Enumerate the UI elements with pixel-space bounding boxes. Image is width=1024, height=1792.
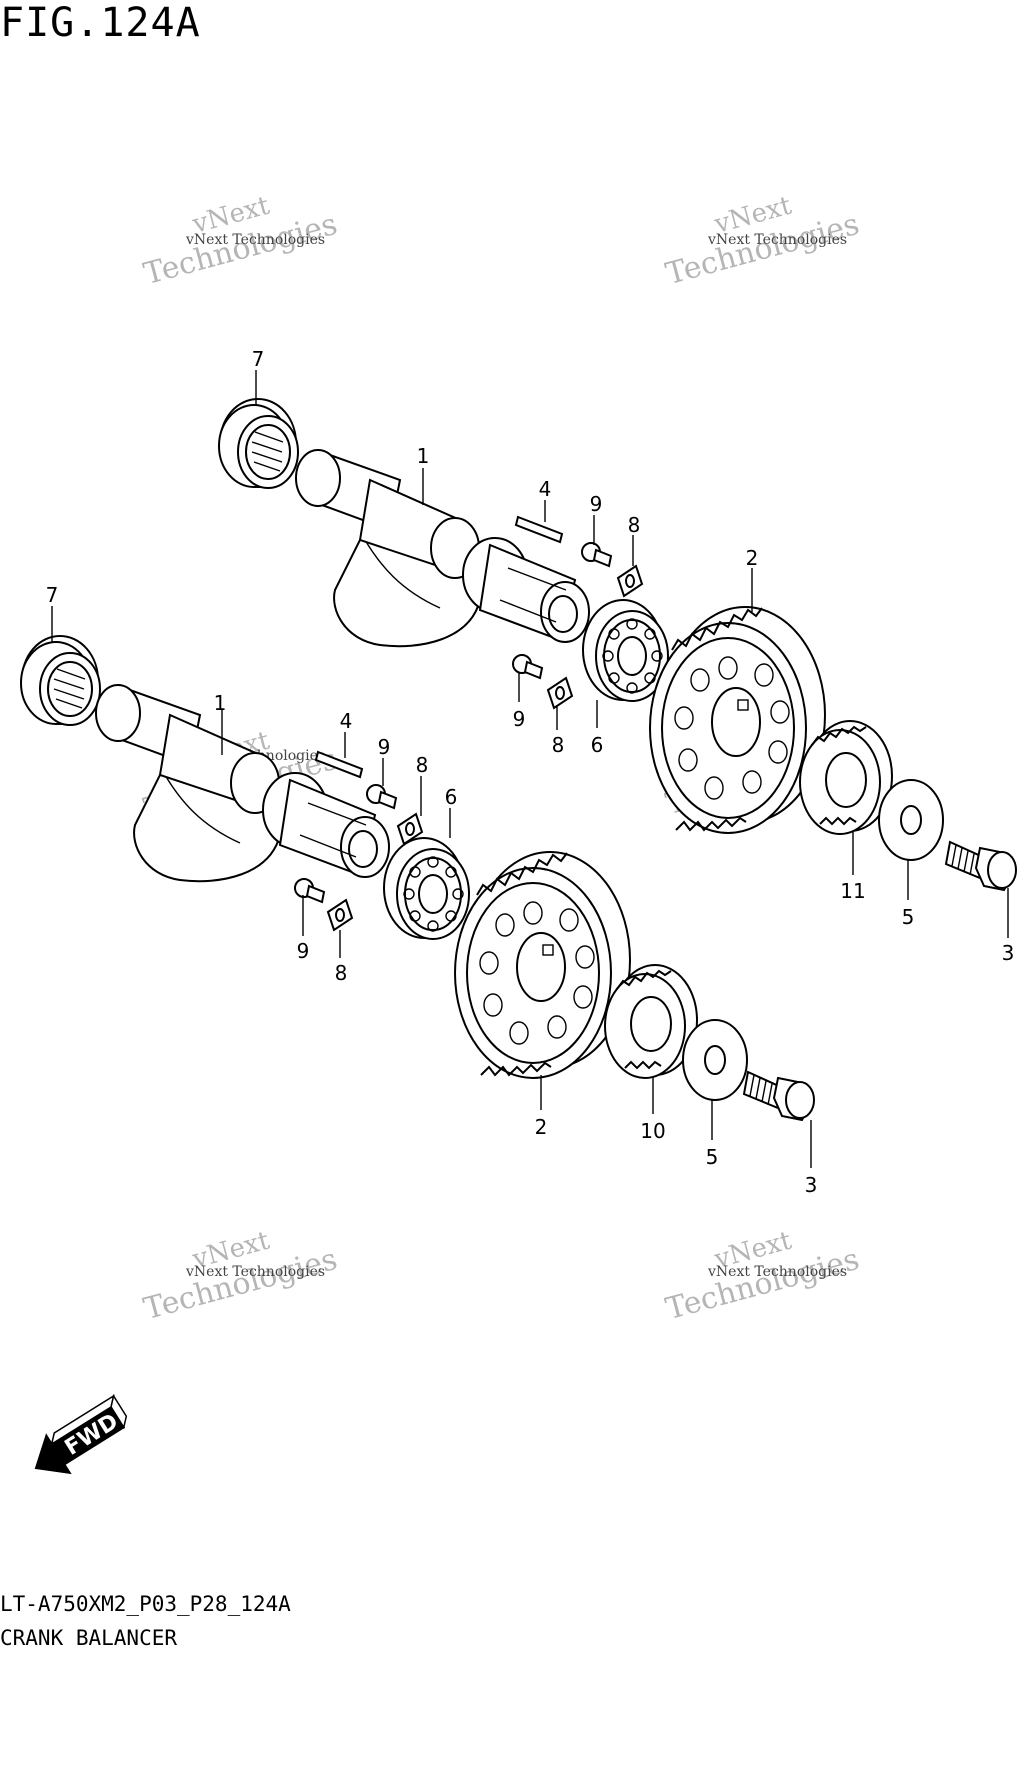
callout-bolt-3: 3 xyxy=(1002,941,1015,965)
forward-direction-arrow: FWD xyxy=(34,1393,128,1475)
watermark-text: vNext Technologies xyxy=(185,232,325,248)
bolt-upper-a xyxy=(581,542,613,568)
plate-upper-b xyxy=(546,676,574,710)
callout-bearing-6: 6 xyxy=(445,785,458,809)
key-lower xyxy=(314,750,364,779)
callout-bolt-3: 3 xyxy=(805,1173,818,1197)
watermark-text: vNext Technologies xyxy=(185,1264,325,1280)
needle-bearing-lower xyxy=(20,635,101,726)
callout-washer-5: 5 xyxy=(902,905,915,929)
callout-bolt-9: 9 xyxy=(513,707,526,731)
balancer-shaft-upper xyxy=(295,449,590,648)
plate-lower-b xyxy=(326,898,354,932)
ball-bearing-upper xyxy=(582,599,669,702)
callout-bolt-9: 9 xyxy=(297,939,310,963)
balancer-shaft-lower xyxy=(95,684,390,883)
plate-upper-a xyxy=(616,564,644,598)
callout-plate-8: 8 xyxy=(416,753,429,777)
bolt-lower xyxy=(742,1070,815,1122)
callout-key-4: 4 xyxy=(340,709,353,733)
callout-gear-10: 10 xyxy=(640,1119,665,1143)
callout-key-4: 4 xyxy=(539,477,552,501)
bolt-upper-b xyxy=(512,654,544,680)
callout-plate-8: 8 xyxy=(335,961,348,985)
callout-gear-2: 2 xyxy=(746,546,759,570)
drawing-code: LT-A750XM2_P03_P28_124A xyxy=(0,1592,291,1616)
callout-washer-5: 5 xyxy=(706,1145,719,1169)
needle-bearing-upper xyxy=(218,398,299,489)
scissor-gear-upper xyxy=(799,720,893,835)
callout-shaft-1: 1 xyxy=(214,691,227,715)
callouts-upper: 7 1 4 9 8 2 9 8 6 11 5 3 xyxy=(252,347,1015,965)
callout-bolt-9: 9 xyxy=(378,735,391,759)
plate-lower-a xyxy=(396,812,424,846)
callout-shaft-1: 1 xyxy=(417,444,430,468)
callout-plate-8: 8 xyxy=(628,513,641,537)
bolt-lower-a xyxy=(366,784,398,810)
bolt-upper xyxy=(944,840,1017,892)
balancer-gear-upper xyxy=(649,606,826,834)
callout-plate-8: 8 xyxy=(552,733,565,757)
figure-title: FIG.124A xyxy=(0,0,201,46)
callout-gear-11: 11 xyxy=(840,879,865,903)
callout-bearing-7: 7 xyxy=(46,583,59,607)
callout-gear-2: 2 xyxy=(535,1115,548,1139)
callouts-lower: 7 1 4 9 8 6 9 8 2 10 5 3 xyxy=(46,583,818,1197)
key-upper xyxy=(514,515,564,544)
callout-bolt-9: 9 xyxy=(590,492,603,516)
driven-gear-lower xyxy=(604,964,698,1079)
callout-bearing-7: 7 xyxy=(252,347,265,371)
leader-lines xyxy=(51,370,1009,1168)
callout-bearing-6: 6 xyxy=(591,733,604,757)
washer-lower xyxy=(682,1019,748,1101)
balancer-gear-lower xyxy=(454,851,631,1079)
bolt-lower-b xyxy=(294,878,326,904)
watermark-text: vNext Technologies xyxy=(707,232,847,248)
washer-upper xyxy=(878,779,944,861)
ball-bearing-lower xyxy=(383,837,470,940)
drawing-name: CRANK BALANCER xyxy=(0,1626,178,1650)
watermark-text: vNext Technologies xyxy=(707,1264,847,1280)
